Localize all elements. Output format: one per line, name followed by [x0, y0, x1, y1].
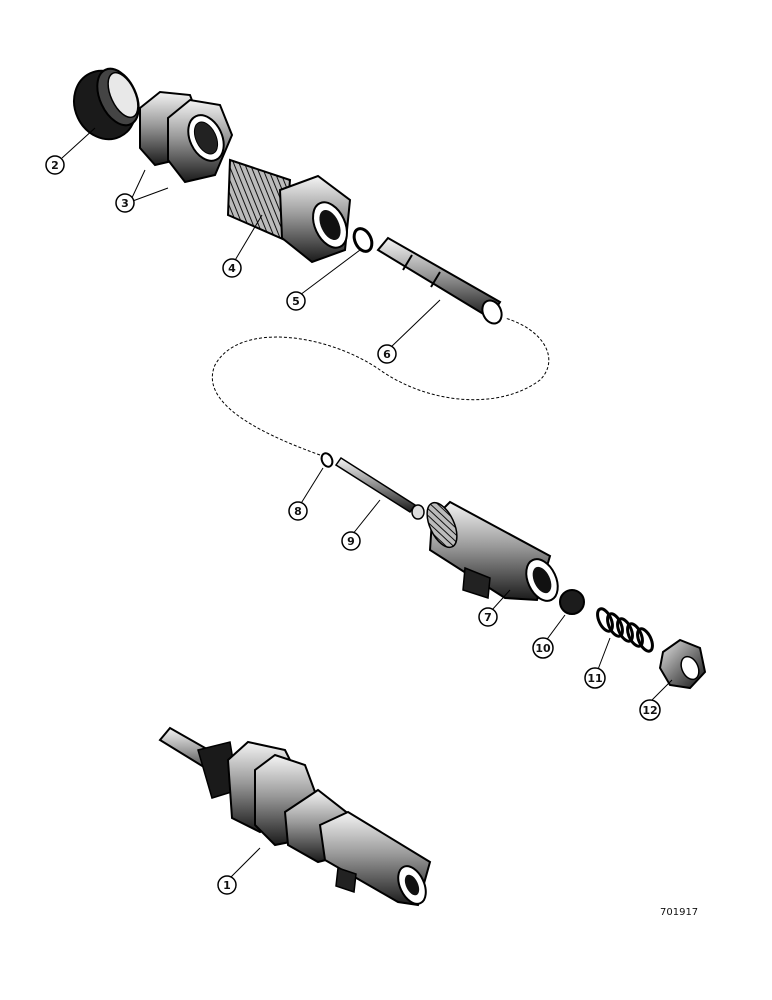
svg-text:7: 7 — [484, 611, 492, 624]
leader-lines — [61, 127, 673, 881]
svg-text:1: 1 — [223, 879, 231, 892]
part-3-nuts — [139, 90, 234, 184]
part-12-cap-nut — [658, 638, 707, 690]
svg-text:3: 3 — [121, 197, 129, 210]
svg-text:9: 9 — [347, 535, 355, 548]
svg-text:8: 8 — [294, 505, 302, 518]
part-9-poppet — [334, 456, 425, 520]
svg-text:2: 2 — [51, 159, 59, 172]
callout-10: 10 — [532, 637, 554, 659]
part-8-o-ring — [320, 452, 334, 468]
part-10-ball — [559, 589, 585, 615]
part-5-o-ring — [352, 227, 374, 253]
callout-3: 3 — [115, 193, 135, 213]
part-2-cap — [73, 67, 140, 141]
svg-text:12: 12 — [642, 704, 657, 717]
callout-1: 1 — [217, 875, 237, 895]
svg-text:6: 6 — [383, 348, 391, 361]
part-7-valve-body — [426, 500, 559, 602]
callout-5: 5 — [286, 291, 306, 311]
part-1-assembly — [158, 726, 432, 907]
callout-2: 2 — [45, 155, 65, 175]
callout-12: 12 — [639, 699, 661, 721]
assembly-path-line — [211, 317, 550, 456]
callout-8: 8 — [288, 501, 308, 521]
figure-number: 701917 — [660, 907, 698, 918]
svg-text:10: 10 — [535, 642, 551, 655]
callout-11: 11 — [584, 667, 606, 689]
part-4-fitting — [226, 158, 352, 264]
part-6-spool — [376, 236, 503, 325]
callouts: 2 3 4 5 6 8 9 7 — [45, 155, 661, 895]
callout-7: 7 — [478, 607, 498, 627]
callout-6: 6 — [377, 344, 397, 364]
svg-text:5: 5 — [292, 295, 300, 308]
callout-4: 4 — [222, 258, 242, 278]
svg-text:4: 4 — [228, 262, 236, 275]
part-11-spring — [596, 607, 654, 653]
svg-text:11: 11 — [587, 672, 602, 685]
callout-9: 9 — [341, 531, 361, 551]
